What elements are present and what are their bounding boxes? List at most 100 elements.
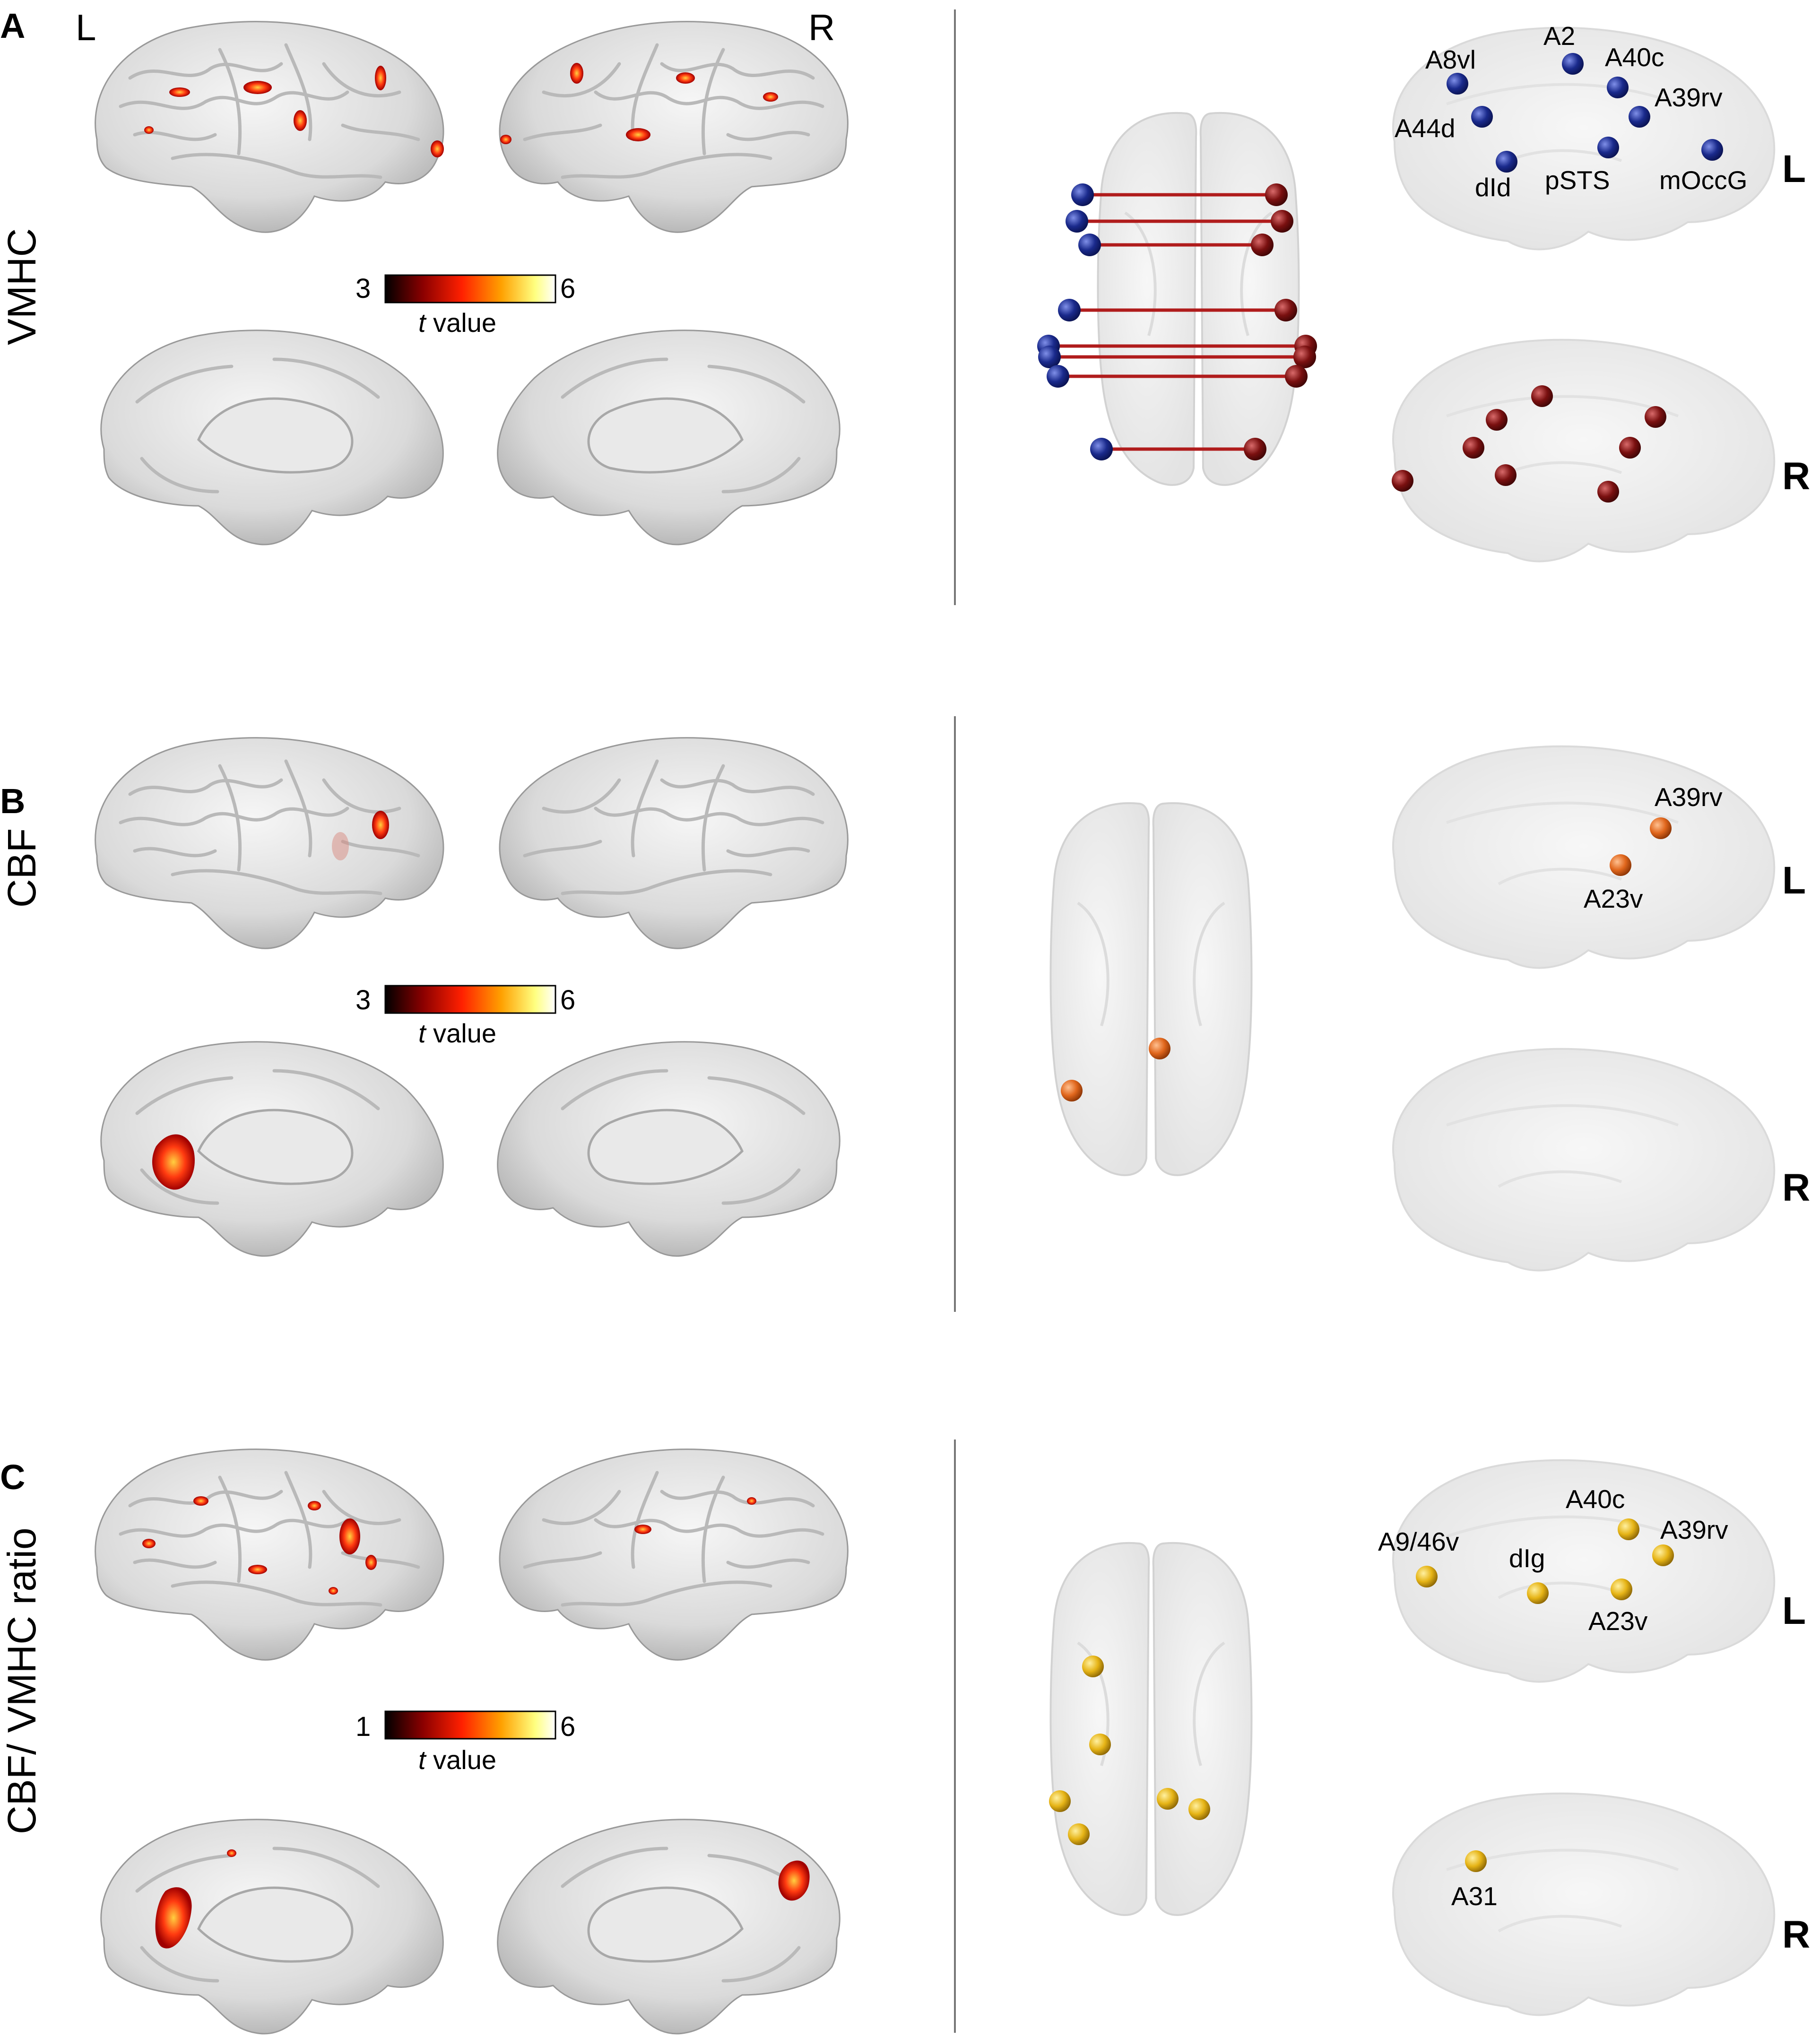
node-label-a40c: A40c	[1605, 43, 1664, 72]
panel-c-axial-nodes	[1049, 1656, 1210, 1845]
panel-c-lateral-right-nodes: A31	[1451, 1850, 1498, 1911]
node-sphere	[1463, 437, 1484, 459]
node-sphere	[1619, 437, 1641, 459]
panel-b-brain-lateral-right	[500, 738, 848, 949]
node-sphere	[1465, 1850, 1487, 1872]
panel-a-axial-right-nodes	[1244, 183, 1317, 460]
node-sphere	[1244, 438, 1266, 460]
panel-c: C CBF/ VMHC ratio 1 6 t value	[0, 1449, 1810, 2034]
node-sphere	[1496, 151, 1517, 173]
panel-b-row-label: CBF	[0, 828, 44, 908]
panel-a: A VMHC 3 6 t value	[0, 6, 1810, 561]
panel-a-brain-lateral-right	[500, 22, 848, 233]
node-sphere	[1597, 137, 1619, 158]
node-label-a44d: A44d	[1395, 113, 1455, 143]
node-sphere	[1650, 817, 1672, 839]
node-sphere	[1293, 346, 1316, 368]
node-sphere	[1049, 1790, 1071, 1812]
panel-a-axial-left-nodes	[1037, 183, 1113, 460]
panel-b-letter: B	[0, 781, 25, 821]
panel-c-colorbar-min: 1	[355, 1711, 371, 1742]
node-sphere	[1486, 409, 1508, 431]
panel-c-colorbar-title: t value	[418, 1745, 496, 1775]
node-sphere	[1629, 106, 1650, 128]
node-label-a39rv: A39rv	[1655, 83, 1723, 112]
node-sphere	[1618, 1518, 1639, 1540]
panel-c-colorbar-max: 6	[560, 1711, 575, 1742]
node-label-dig: dIg	[1509, 1544, 1545, 1573]
panel-b-colorbar-title: t value	[418, 1018, 496, 1048]
panel-a-brain-lateral-left	[95, 22, 444, 233]
panel-b: B CBF 3 6 t value A39rv A23v L	[0, 738, 1810, 1271]
node-sphere	[1071, 183, 1094, 206]
panel-a-homotopic-connections	[1049, 193, 1306, 451]
node-sphere	[1271, 210, 1293, 233]
node-label-a8vl: A8vl	[1425, 45, 1476, 74]
node-sphere	[1645, 406, 1666, 428]
panel-a-brain-medial-right	[498, 330, 840, 545]
node-label-a23v: A23v	[1584, 884, 1643, 913]
node-sphere	[1066, 210, 1088, 233]
node-sphere	[1495, 464, 1517, 486]
panel-b-lateral-glass-left	[1393, 746, 1774, 968]
node-label-a23v: A23v	[1588, 1606, 1648, 1636]
panel-c-row-label: CBF/ VMHC ratio	[0, 1527, 44, 1834]
node-sphere	[1471, 106, 1493, 128]
panel-b-side-label-right: R	[1782, 1166, 1810, 1209]
node-sphere	[1068, 1823, 1090, 1845]
node-sphere	[1274, 299, 1297, 321]
panel-c-lateral-glass-right	[1393, 1794, 1774, 2015]
panel-a-colorbar-gradient	[384, 274, 556, 304]
node-sphere	[1090, 438, 1113, 460]
node-sphere	[1058, 299, 1081, 321]
node-sphere	[1611, 1578, 1632, 1600]
panel-a-lateral-right-nodes	[1392, 385, 1666, 503]
panel-c-colorbar-gradient	[384, 1710, 556, 1740]
panel-b-axial-glass-brain	[1051, 803, 1252, 1175]
panel-a-lateral-glass-right	[1393, 340, 1774, 562]
panel-c-brain-lateral-right	[500, 1449, 848, 1660]
panel-b-axial-nodes	[1061, 1038, 1170, 1101]
node-sphere	[1188, 1798, 1210, 1820]
panel-c-letter: C	[0, 1457, 25, 1497]
panel-a-side-label-left: L	[1782, 147, 1806, 191]
panel-b-brain-medial-left	[101, 1042, 443, 1256]
panel-b-colorbar: 3 6 t value	[355, 985, 575, 1048]
node-sphere	[1061, 1080, 1083, 1101]
node-label-a9-46v: A9/46v	[1378, 1527, 1459, 1556]
panel-b-lateral-glass-right	[1393, 1049, 1774, 1271]
node-label-a39rv: A39rv	[1655, 782, 1723, 812]
panel-b-side-label-left: L	[1782, 859, 1806, 902]
panel-a-brain-medial-left	[101, 330, 443, 545]
panel-a-colorbar-min: 3	[355, 273, 371, 304]
panel-c-lateral-left-nodes: A40c A9/46v A39rv dIg A23v	[1378, 1484, 1728, 1636]
panel-b-brain-medial-right	[498, 1042, 840, 1256]
panel-c-brain-lateral-left	[95, 1449, 443, 1660]
node-sphere	[1078, 234, 1101, 256]
panel-b-colorbar-gradient	[384, 985, 556, 1014]
node-sphere	[1701, 139, 1723, 161]
node-sphere	[1038, 346, 1061, 368]
panel-a-side-label-right: R	[1782, 455, 1810, 498]
node-sphere	[1607, 77, 1629, 98]
panel-c-brain-medial-left	[101, 1820, 443, 2034]
panel-a-colorbar-title: t value	[418, 308, 496, 338]
node-label-a2: A2	[1543, 21, 1575, 51]
panel-b-colorbar-max: 6	[560, 985, 575, 1015]
node-sphere	[1285, 365, 1308, 388]
panel-a-lateral-left-nodes: A8vl A2 A40c A39rv A44d dId pSTS mOccG	[1395, 21, 1747, 202]
node-sphere	[1157, 1788, 1179, 1810]
node-sphere	[1265, 183, 1288, 206]
node-sphere	[1082, 1656, 1104, 1677]
panel-c-colorbar: 1 6 t value	[355, 1710, 575, 1775]
node-sphere	[1610, 854, 1631, 876]
panel-b-lateral-left-nodes: A39rv A23v	[1584, 782, 1723, 913]
node-label-moccg: mOccG	[1659, 165, 1747, 195]
panel-a-colorbar-max: 6	[560, 273, 575, 304]
node-label-a39rv: A39rv	[1660, 1515, 1728, 1544]
panel-c-brain-medial-right	[498, 1820, 840, 2034]
node-sphere	[1597, 481, 1619, 503]
node-label-psts: pSTS	[1545, 165, 1610, 195]
node-sphere	[1562, 53, 1584, 75]
